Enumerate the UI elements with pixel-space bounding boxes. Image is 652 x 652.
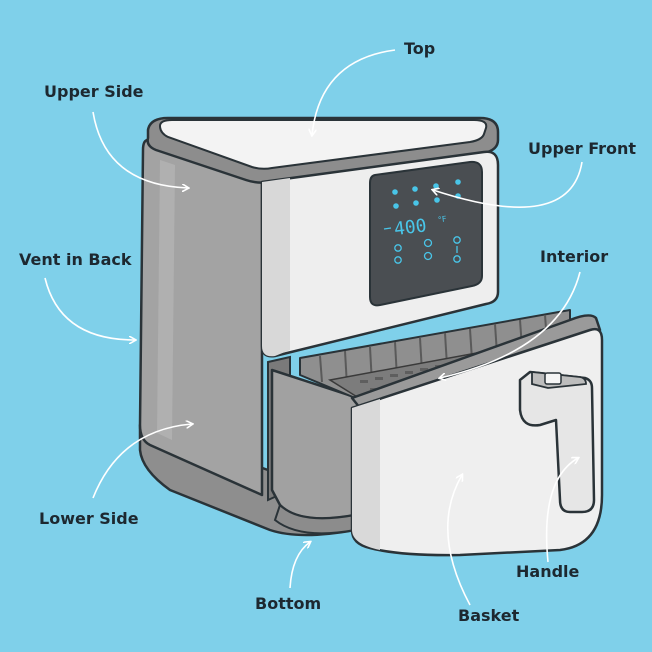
arrow-handle [545, 458, 578, 563]
label-upper-front: Upper Front [528, 139, 637, 158]
arrow-upper-front [433, 161, 583, 208]
arrow-top [312, 49, 396, 135]
label-bottom: Bottom [255, 594, 322, 613]
basket-handle [518, 370, 596, 514]
arrow-vent-in-back [44, 277, 135, 340]
label-handle: Handle [516, 562, 580, 581]
arrow-lower-side [92, 424, 192, 499]
label-vent-in-back: Vent in Back [19, 250, 132, 269]
temperature-readout: 400 [393, 215, 428, 240]
arrow-basket [447, 475, 471, 606]
fryer-drawer [267, 309, 604, 557]
label-lower-side: Lower Side [39, 509, 139, 528]
arrow-bottom [289, 542, 310, 589]
control-display [369, 160, 483, 307]
label-basket: Basket [458, 606, 520, 625]
arrow-interior [440, 271, 581, 378]
label-upper-side: Upper Side [44, 82, 144, 101]
pointer-arrows [44, 49, 583, 606]
fryer-top-lid [158, 119, 488, 170]
label-interior: Interior [540, 247, 609, 266]
temperature-unit: °F [437, 214, 447, 224]
basket-rim [350, 314, 602, 410]
fryer-body [138, 116, 500, 537]
arrow-upper-side [92, 111, 188, 188]
label-top: Top [404, 39, 436, 58]
